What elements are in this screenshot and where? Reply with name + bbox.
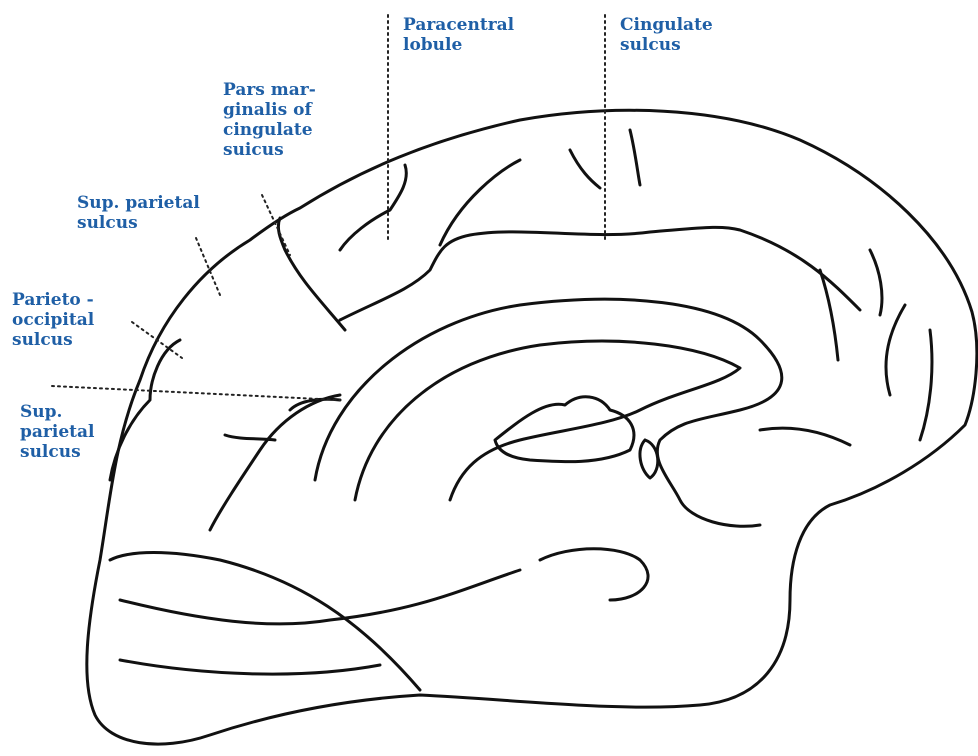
occipitotemporal-sulcus-line xyxy=(120,660,380,674)
corpus-callosum-outline xyxy=(355,341,740,500)
superior-rostral-sulcus xyxy=(820,250,882,360)
label-line: sulcus xyxy=(77,213,200,233)
label-line: lobule xyxy=(403,35,514,55)
uncus-outline xyxy=(540,549,648,600)
inferior-rostral-sulcus xyxy=(886,305,932,440)
label-line: ginalis of xyxy=(223,100,316,120)
cingulate-sulcus-line xyxy=(340,227,860,320)
parieto-occipital-sulcus-line xyxy=(210,395,340,530)
label-line: sulcus xyxy=(20,442,94,462)
subparietal-sulcus-line xyxy=(290,399,340,410)
label-line: Cingulate xyxy=(620,15,713,35)
label-cingulate-sulcus: Cingulate sulcus xyxy=(620,15,713,55)
fornix-outline xyxy=(640,440,658,478)
frontal-medial-sulcus-lower xyxy=(760,428,850,445)
calcarine-sulcus-line xyxy=(110,553,420,691)
label-line: Paracentral xyxy=(403,15,514,35)
label-line: Parieto - xyxy=(12,290,94,310)
label-line: Sup. parietal xyxy=(77,193,200,213)
label-line: parietal xyxy=(20,422,94,442)
label-paracentral-lobule: Paracentral lobule xyxy=(403,15,514,55)
label-pars-marginalis: Pars mar- ginalis of cingulate suicus xyxy=(223,80,316,160)
collateral-sulcus-line xyxy=(120,570,520,624)
label-line: occipital xyxy=(12,310,94,330)
label-sup-parietal-sulcus-upper: Sup. parietal sulcus xyxy=(77,193,200,233)
leader-pars-marginalis xyxy=(262,195,290,255)
leader-sup-parietal-lower xyxy=(52,386,340,400)
leader-sup-parietal-upper xyxy=(196,238,220,295)
label-line: Sup. xyxy=(20,402,94,422)
label-line: suicus xyxy=(223,140,316,160)
paracentral-lobule-sulcus xyxy=(340,165,406,250)
label-sup-parietal-sulcus-lower: Sup. parietal sulcus xyxy=(20,402,94,462)
label-line: cingulate xyxy=(223,120,316,140)
cuneus-sulcus-line xyxy=(110,340,180,480)
label-line: sulcus xyxy=(12,330,94,350)
label-line: sulcus xyxy=(620,35,713,55)
marginal-branch-line xyxy=(278,218,345,330)
cingulate-gyrus-outline xyxy=(315,299,782,526)
leader-parieto-occipital xyxy=(132,322,182,358)
label-parieto-occipital-sulcus: Parieto - occipital sulcus xyxy=(12,290,94,350)
label-line: Pars mar- xyxy=(223,80,316,100)
hemisphere-outline xyxy=(87,110,977,744)
